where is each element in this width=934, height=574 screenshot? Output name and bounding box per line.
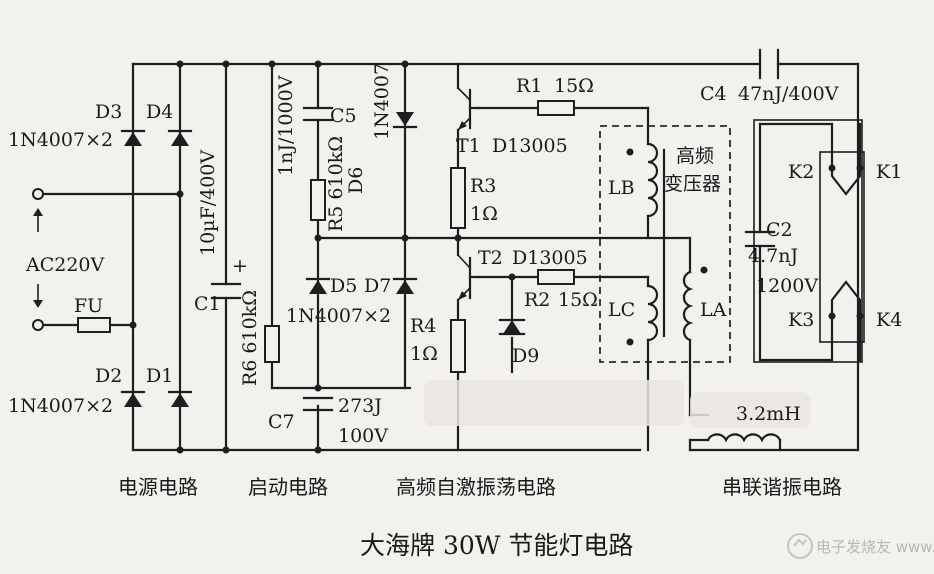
- lamp-tube: [753, 119, 865, 363]
- label-fuse: FU: [74, 295, 103, 317]
- label-d4: D4: [146, 101, 173, 123]
- label-r2-value: 15Ω: [558, 289, 598, 311]
- capacitor-c5: [302, 106, 334, 122]
- transistor-t1: [457, 87, 480, 131]
- label-c2-value: 4.7nJ: [748, 245, 798, 267]
- resistor-r5: [310, 179, 326, 221]
- section-power: 电源电路: [118, 475, 198, 499]
- capacitor-c4: [758, 48, 780, 80]
- label-d2: D2: [95, 365, 122, 387]
- blurred-region: [424, 380, 810, 428]
- coil-la: [682, 266, 708, 342]
- junctions: [129, 60, 516, 454]
- bridge-diodes: [120, 129, 193, 407]
- resistor-r2: [537, 269, 575, 285]
- label-bridge-bottom: 1N4007×2: [8, 395, 113, 417]
- label-c-1nj: 1nJ/1000V: [275, 75, 297, 176]
- watermark-text: 电子发烧友 www.elecfans.com: [816, 538, 934, 556]
- labels: D3 D4 1N4007×2 AC220V FU D2 D1 1N4007×2 …: [8, 63, 902, 447]
- transformer-box: [599, 125, 731, 363]
- diode-d6: [392, 112, 418, 129]
- watermark-logo-icon: [793, 538, 807, 547]
- label-r3: R3: [470, 175, 496, 197]
- label-c7-value: 273J: [338, 395, 382, 417]
- label-transformer-1: 高频: [676, 145, 714, 167]
- section-resonance: 串联谐振电路: [722, 475, 842, 499]
- label-c4: C4: [700, 83, 727, 105]
- label-la: LA: [700, 299, 727, 321]
- label-r1-value: 15Ω: [554, 75, 594, 97]
- label-r4: R4: [410, 315, 436, 337]
- label-c1-name: C1: [194, 293, 221, 315]
- label-ac220v: AC220V: [25, 254, 105, 276]
- label-c7-volt: 100V: [338, 425, 388, 447]
- label-r3-value: 1Ω: [470, 203, 498, 225]
- label-c5: C5: [330, 105, 357, 127]
- transistor-t2: [457, 254, 480, 301]
- capacitor-c2: [744, 230, 776, 248]
- capacitor-c7: [302, 396, 334, 412]
- label-d1: D1: [146, 365, 173, 387]
- resistor-r4: [450, 319, 466, 373]
- resistor-r3: [450, 167, 466, 229]
- label-k2: K2: [788, 161, 814, 183]
- label-c1-value: 10µF/400V: [197, 150, 219, 256]
- label-c2: C2: [766, 219, 793, 241]
- label-d57-type: 1N4007×2: [286, 305, 391, 327]
- ac-terminals: [32, 188, 44, 331]
- label-t1: T1: [456, 135, 481, 157]
- label-t2: T2: [478, 247, 503, 269]
- label-r1: R1: [516, 75, 542, 97]
- label-lb: LB: [608, 177, 635, 199]
- label-transformer-2: 变压器: [664, 173, 721, 195]
- label-k3: K3: [788, 309, 814, 331]
- label-inductor: 3.2mH: [736, 403, 801, 425]
- diagram-title: 大海牌 30W 节能灯电路: [360, 531, 633, 560]
- label-t1-type: D13005: [492, 135, 568, 157]
- label-d5: D5: [330, 275, 357, 297]
- section-oscillator: 高频自激振荡电路: [396, 475, 556, 499]
- watermark: 电子发烧友 www.elecfans.com: [787, 533, 934, 559]
- coil-lb: [626, 142, 659, 240]
- resistor-r1: [537, 100, 575, 116]
- diode-d7: [392, 277, 418, 294]
- label-bridge-top: 1N4007×2: [8, 129, 113, 151]
- capacitor-c1: [210, 282, 242, 300]
- label-k4: K4: [876, 309, 902, 331]
- label-c2-volt: 1200V: [756, 275, 818, 297]
- label-d7: D7: [364, 275, 391, 297]
- label-r2: R2: [524, 289, 550, 311]
- wires: [38, 62, 860, 452]
- label-r6: R6 610kΩ: [239, 290, 261, 386]
- label-r4-value: 1Ω: [410, 343, 438, 365]
- diode-d5: [305, 277, 331, 294]
- label-k1: K1: [876, 161, 902, 183]
- diode-d9: [498, 318, 526, 336]
- label-t2-type: D13005: [512, 247, 588, 269]
- resistor-r6: [264, 325, 280, 363]
- label-c7: C7: [268, 411, 295, 433]
- label-lc: LC: [608, 299, 635, 321]
- label-d3: D3: [95, 101, 122, 123]
- fuse: [77, 317, 111, 333]
- label-plus: +: [232, 255, 248, 277]
- section-labels: 电源电路 启动电路 高频自激振荡电路 串联谐振电路: [118, 475, 842, 499]
- section-start: 启动电路: [248, 475, 328, 499]
- label-d6-type: 1N4007: [371, 63, 393, 140]
- label-r5: R5 610kΩ: [325, 136, 347, 232]
- label-d9: D9: [512, 345, 539, 367]
- label-d6: D6: [345, 167, 367, 194]
- label-c4-value: 47nJ/400V: [738, 83, 839, 105]
